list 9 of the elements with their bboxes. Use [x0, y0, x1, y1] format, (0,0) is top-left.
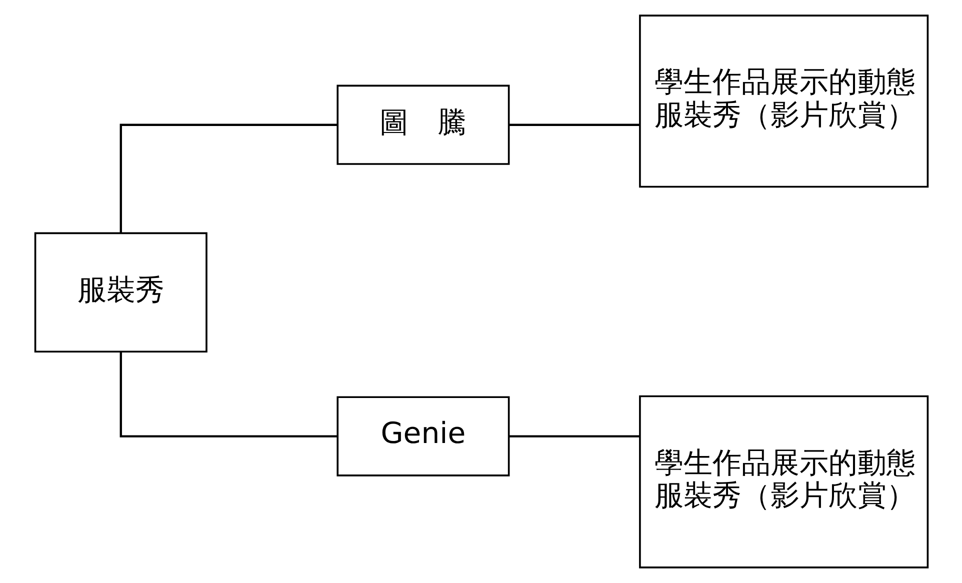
connector — [508, 435, 639, 438]
node-box: 服裝秀 — [34, 232, 207, 353]
connector — [119, 124, 337, 233]
node-box: 學生作品展示的動態服裝秀（影片欣賞） — [638, 395, 928, 568]
node-box: Genie — [336, 396, 510, 476]
connector — [119, 352, 337, 438]
connector — [508, 124, 639, 126]
node-box: 學生作品展示的動態服裝秀（影片欣賞） — [638, 14, 928, 188]
node-box: 圖 騰 — [336, 84, 510, 165]
